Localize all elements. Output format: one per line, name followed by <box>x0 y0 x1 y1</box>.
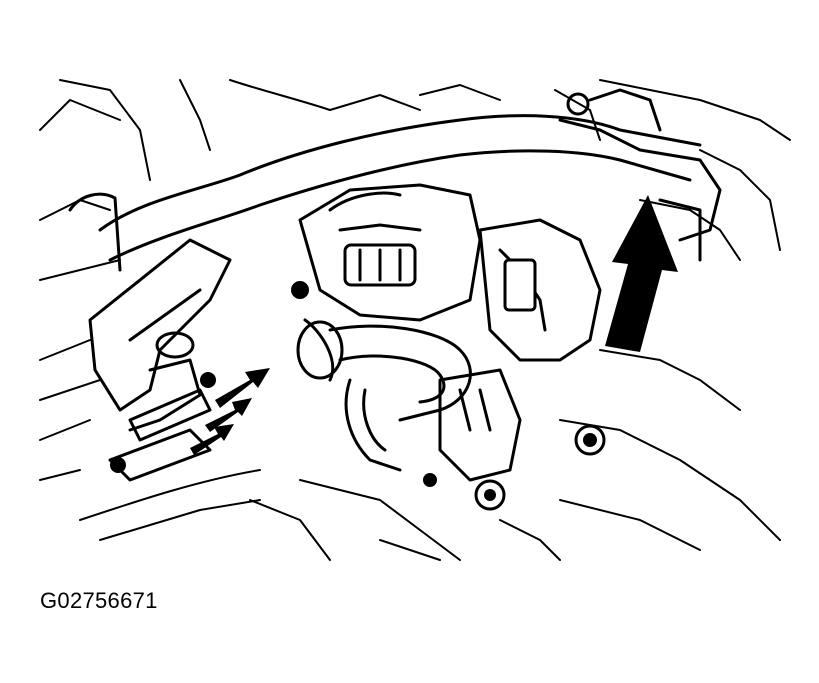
left-bracket <box>88 238 232 482</box>
figure-id-label: G02756671 <box>40 588 158 613</box>
direction-arrows <box>190 368 270 455</box>
lower-structure <box>79 469 561 561</box>
right-bracket <box>558 88 722 456</box>
indicator-arrow <box>605 195 678 352</box>
hose <box>328 324 472 472</box>
valve-body <box>291 183 482 382</box>
background-structure <box>39 79 791 561</box>
solenoid-assembly <box>423 218 602 511</box>
upper-tube <box>68 114 702 272</box>
